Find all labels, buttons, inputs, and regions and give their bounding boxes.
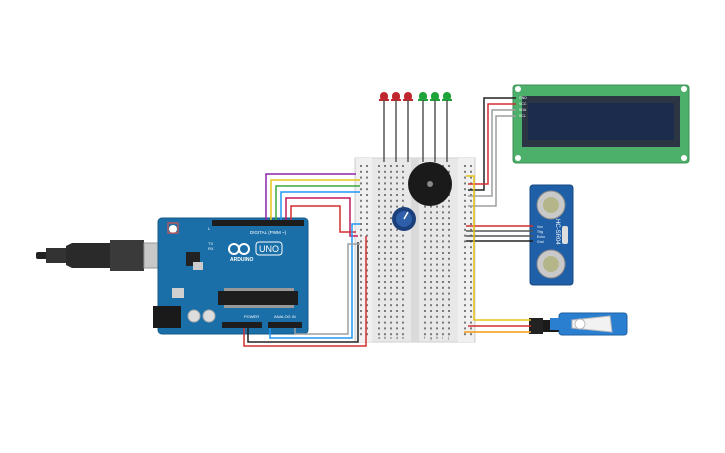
ultrasonic-pin-label: Gnd bbox=[537, 240, 544, 244]
usb-cable bbox=[36, 240, 171, 271]
power-header bbox=[222, 322, 262, 328]
lcd-pin-label: GND bbox=[519, 96, 527, 100]
ultrasonic-pin-label: Vcc bbox=[537, 225, 543, 229]
reset-button[interactable] bbox=[169, 225, 177, 233]
breadboard-column-label: i bbox=[442, 335, 443, 340]
servo-horn bbox=[574, 318, 586, 330]
model-label: UNO bbox=[259, 244, 279, 254]
breadboard-column-label: g bbox=[430, 335, 432, 340]
breadboard-column-label: f bbox=[424, 335, 426, 340]
analog-header bbox=[268, 322, 302, 328]
atmega-chip bbox=[218, 291, 298, 305]
lcd-screen bbox=[528, 103, 674, 140]
wires bbox=[243, 97, 533, 347]
servo-motor bbox=[529, 312, 628, 336]
breadboard-column-label: c bbox=[390, 335, 392, 340]
breadboard-column-label: b bbox=[384, 335, 387, 340]
led-row bbox=[379, 92, 452, 101]
lcd-pin-label: SDA bbox=[519, 108, 527, 112]
led-5 bbox=[430, 92, 440, 101]
l-label: L bbox=[208, 226, 211, 231]
ultrasonic-pin-label: Echo bbox=[537, 235, 545, 239]
power-label: POWER bbox=[244, 314, 259, 319]
led-1 bbox=[379, 92, 389, 101]
breadboard-column-label: d bbox=[396, 335, 398, 340]
lcd-pin-label: VCC bbox=[519, 102, 527, 106]
rx-label: RX bbox=[208, 246, 214, 251]
breadboard-column-label: e bbox=[402, 335, 405, 340]
arduino-uno-board: DIGITAL (PWM ~) ARDUINO UNO L TX RX POWE… bbox=[153, 217, 309, 335]
lcd-pin-label: SCL bbox=[519, 114, 526, 118]
breadboard-column-label: h bbox=[436, 335, 438, 340]
breadboard-column-label: j bbox=[447, 335, 449, 340]
ultrasonic-pin-label: Trig bbox=[537, 230, 543, 234]
analog-label: ANALOG IN bbox=[274, 314, 296, 319]
power-jack bbox=[153, 306, 181, 328]
led-3 bbox=[403, 92, 413, 101]
digital-label: DIGITAL (PWM ~) bbox=[250, 230, 287, 235]
potentiometer[interactable] bbox=[392, 207, 416, 231]
piezo-buzzer bbox=[408, 162, 452, 206]
ultrasonic-model-label: HC-SR04 bbox=[554, 219, 560, 245]
led-6 bbox=[442, 92, 452, 101]
brand-label: ARDUINO bbox=[230, 257, 253, 263]
breadboard-column-label: a bbox=[378, 335, 381, 340]
arduino-logo bbox=[228, 243, 250, 255]
digital-header bbox=[212, 220, 304, 226]
tx-label: TX bbox=[208, 241, 213, 246]
led-2 bbox=[391, 92, 401, 101]
lcd-display: GND VCC SDA SCL bbox=[512, 84, 690, 164]
led-4 bbox=[418, 92, 428, 101]
